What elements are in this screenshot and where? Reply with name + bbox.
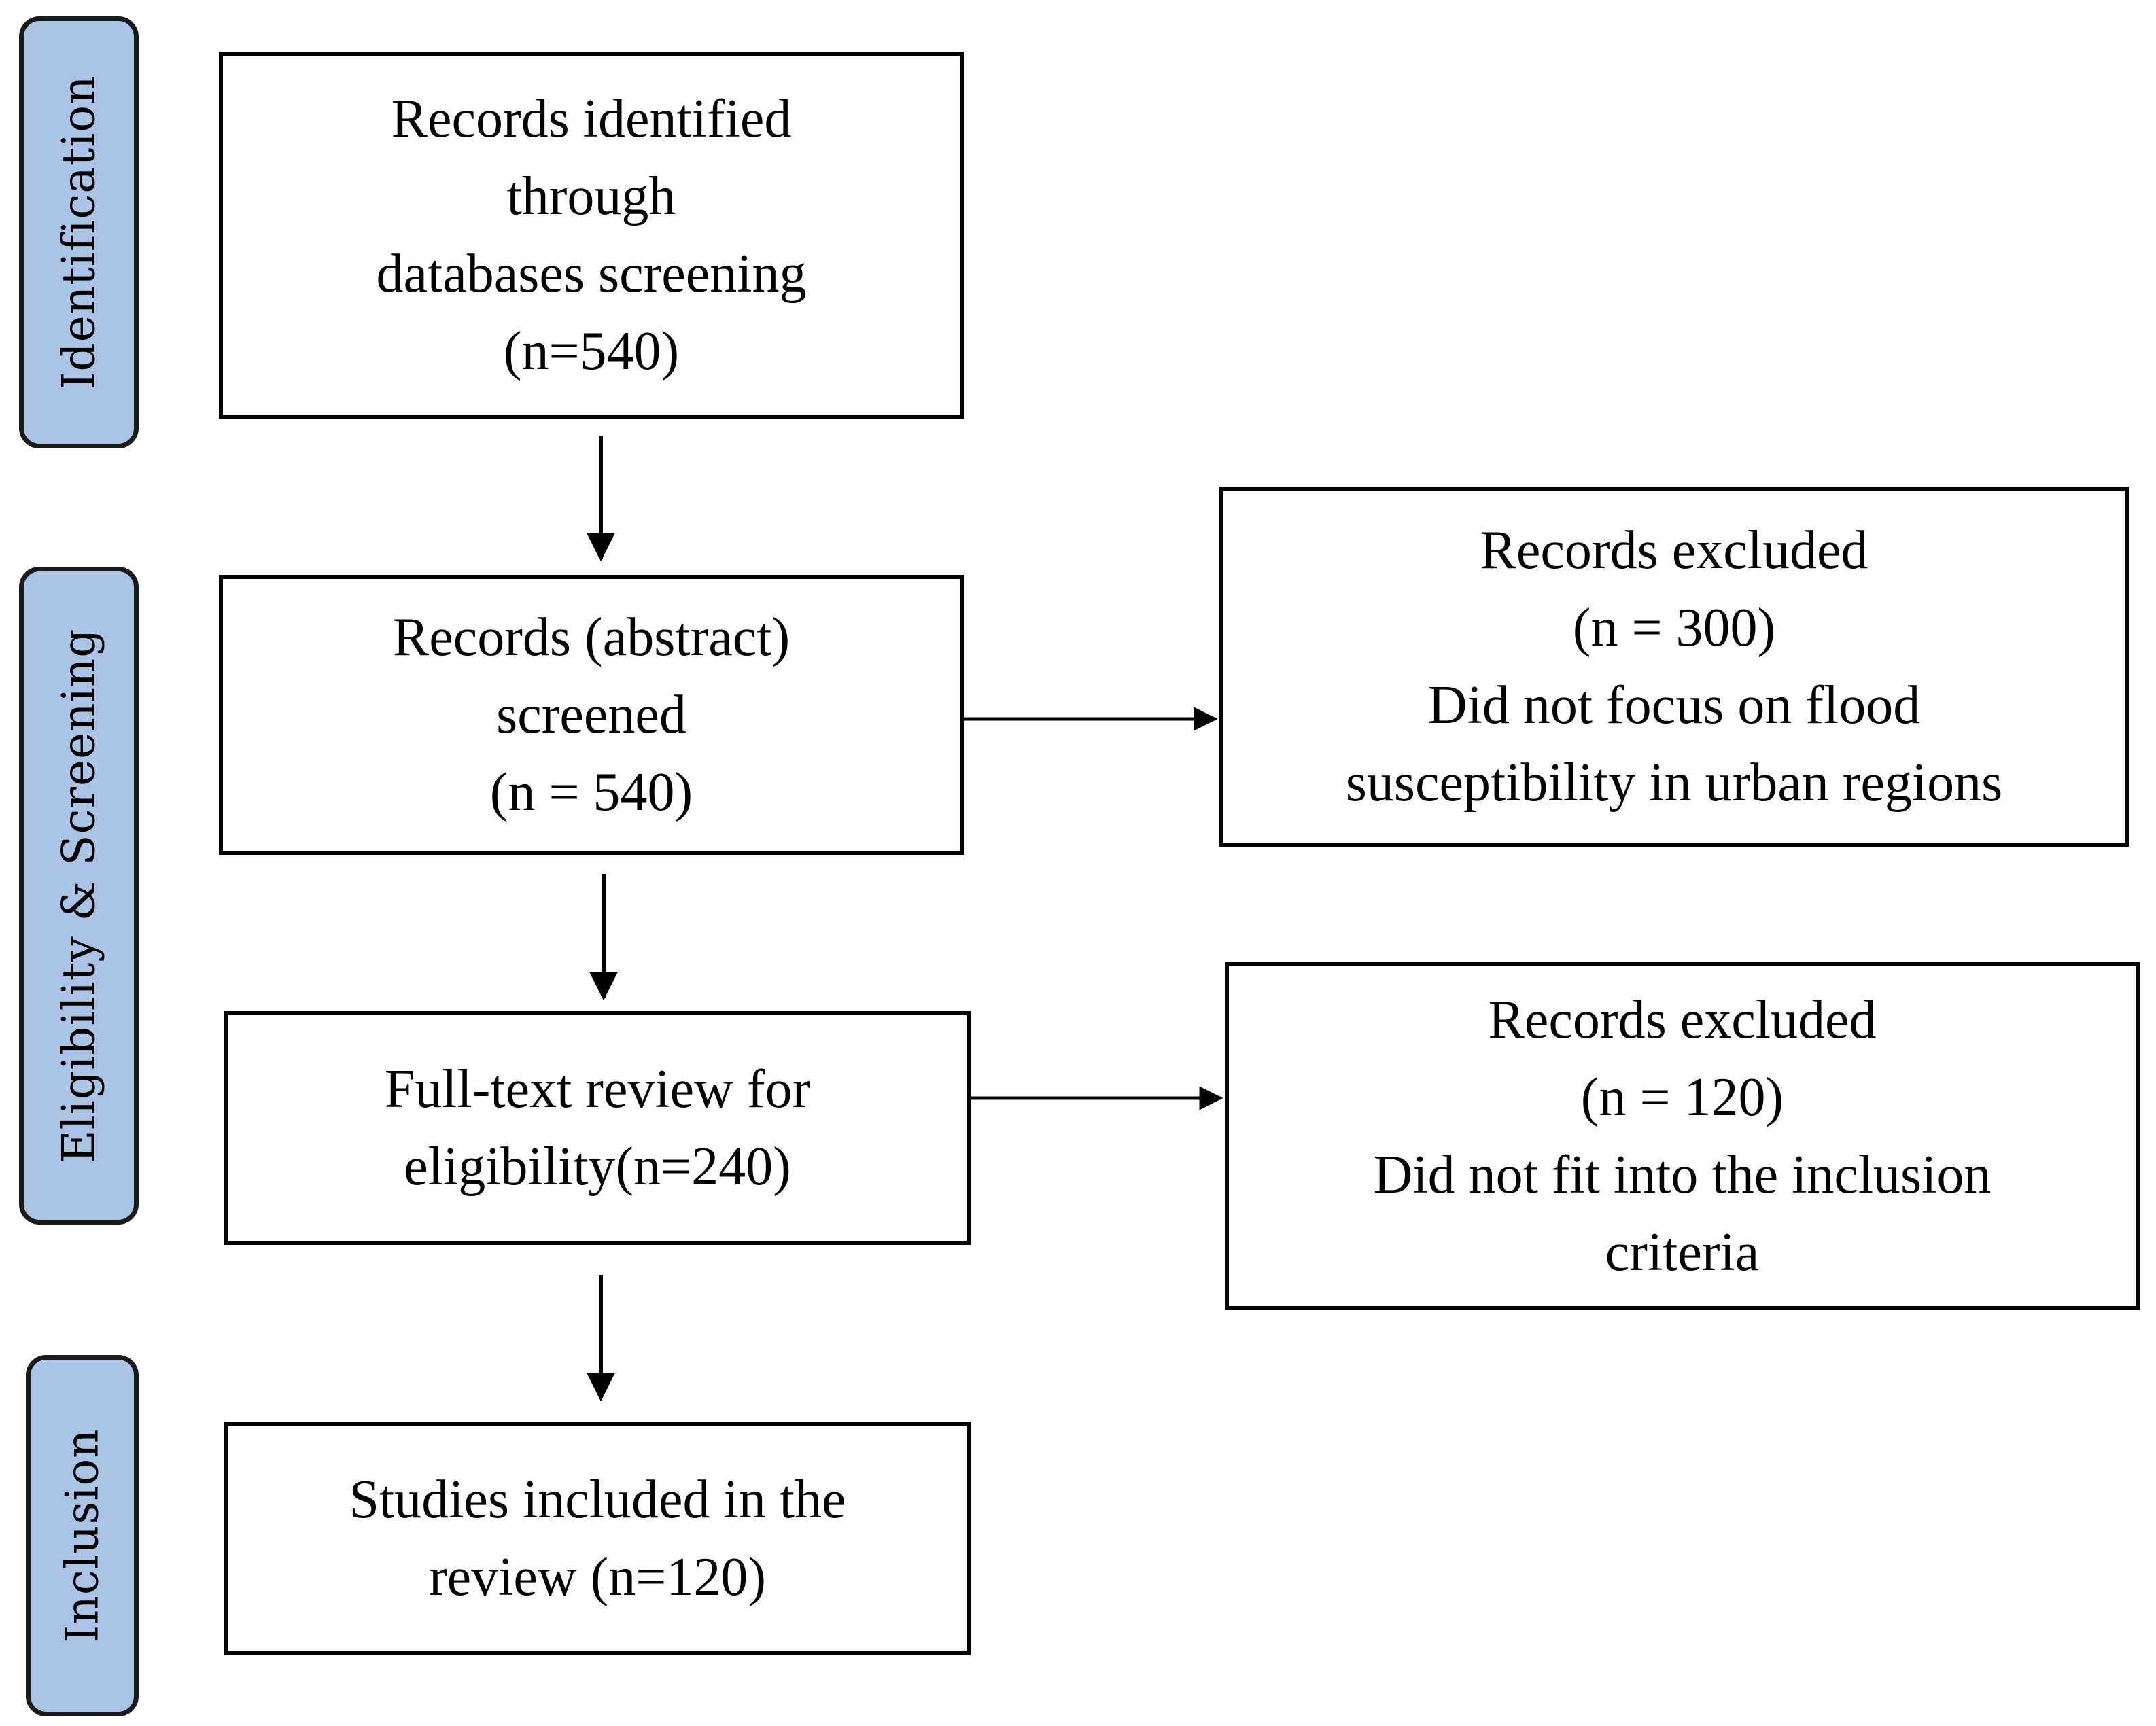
records-identified-count: (n=540) [503, 321, 680, 381]
excluded-full-text-reason-2: criteria [1605, 1222, 1760, 1282]
phase-inclusion: Inclusion [26, 1355, 139, 1716]
excluded-abstract-reason-1: Did not focus on flood [1427, 675, 1921, 735]
full-text-review-box: Full-text review for eligibility(n=240) [224, 1011, 971, 1245]
abstract-screened-line-2: screened [496, 685, 686, 745]
full-text-review-line-2: eligibility(n=240) [404, 1137, 791, 1197]
abstract-screened-box: Records (abstract) screened (n = 540) [219, 575, 964, 855]
excluded-full-text-count: (n = 120) [1580, 1068, 1784, 1127]
records-identified-box: Records identified through databases scr… [219, 52, 964, 419]
phase-eligibility-screening: Eligibility & Screening [19, 567, 139, 1225]
records-identified-line-2: through [506, 166, 676, 226]
excluded-abstract-line-1: Records excluded [1480, 521, 1868, 580]
excluded-full-text-box: Records excluded (n = 120) Did not fit i… [1225, 962, 2140, 1310]
excluded-abstract-box: Records excluded (n = 300) Did not focus… [1219, 487, 2129, 847]
records-identified-line-3: databases screening [376, 244, 807, 304]
studies-included-box: Studies included in the review (n=120) [224, 1422, 971, 1655]
studies-included-line-1: Studies included in the [349, 1470, 846, 1530]
excluded-full-text-reason-1: Did not fit into the inclusion [1373, 1145, 1992, 1205]
studies-included-line-2: review (n=120) [428, 1547, 767, 1607]
full-text-review-line-1: Full-text review for [384, 1059, 811, 1119]
records-identified-line-1: Records identified [391, 89, 792, 149]
excluded-full-text-line-1: Records excluded [1488, 990, 1877, 1050]
excluded-abstract-count: (n = 300) [1572, 598, 1776, 658]
abstract-screened-line-1: Records (abstract) [392, 607, 790, 667]
phase-identification: Identification [19, 16, 139, 448]
abstract-screened-count: (n = 540) [489, 762, 693, 822]
excluded-abstract-reason-2: susceptibility in urban regions [1345, 753, 2003, 813]
